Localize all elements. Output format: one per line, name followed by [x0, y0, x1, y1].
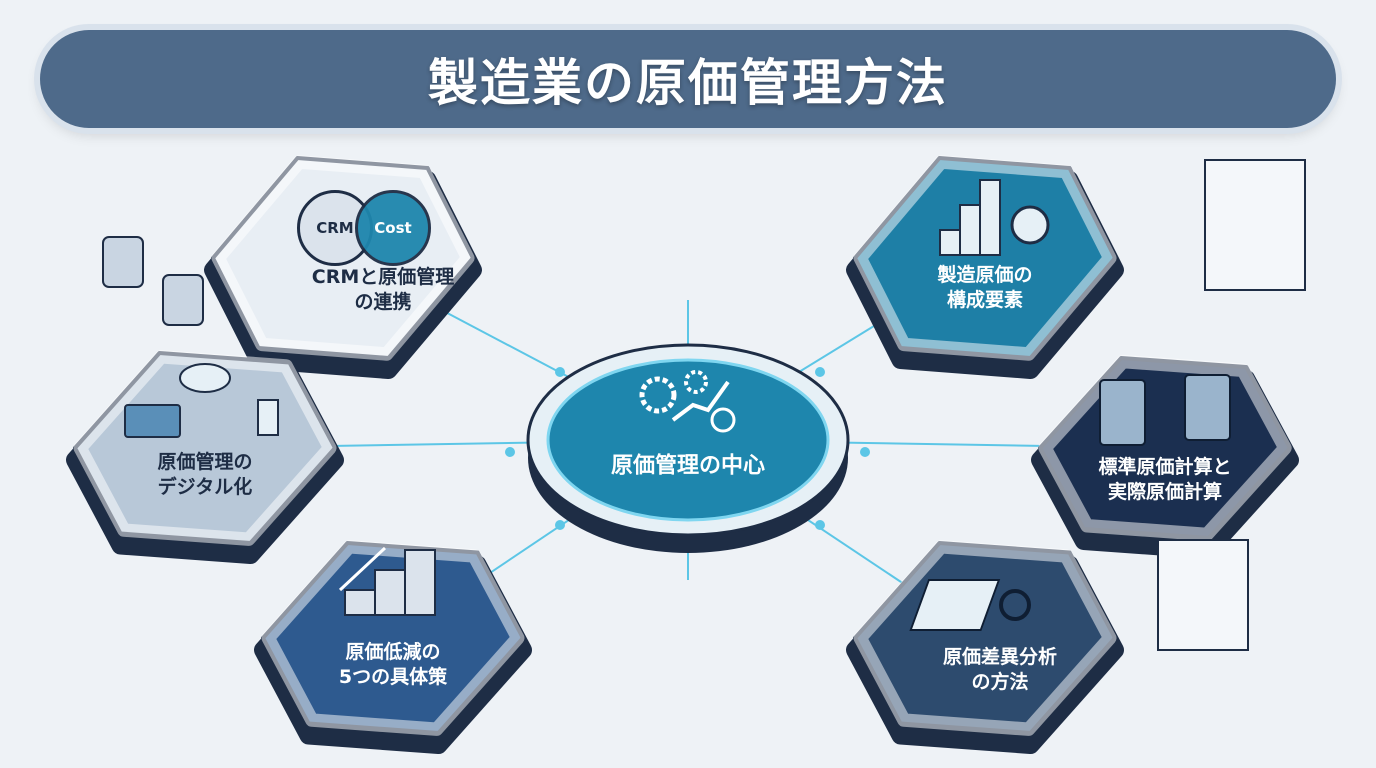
arrow-up-icon [338, 546, 387, 592]
report-icon [909, 579, 1001, 631]
bar-chart-icon [959, 204, 981, 256]
ascending-block-icon [404, 549, 436, 616]
label-line: 原価差異分析 [942, 646, 1058, 668]
bar-chart-icon [939, 229, 961, 256]
label-line: デジタル化 [157, 476, 253, 498]
database-icon [102, 236, 144, 288]
flowchart-board-icon [1204, 159, 1306, 291]
platform-rim-standard [1038, 354, 1292, 542]
connector-dot [815, 367, 825, 377]
calculator-icon [1099, 379, 1146, 446]
venn-crm-label: CRM [316, 219, 354, 237]
chart-board-icon [1157, 539, 1249, 651]
label-line: 構成要素 [946, 289, 1024, 311]
title-banner: 製造業の原価管理方法 [40, 30, 1336, 128]
trend-arrow-icon [671, 380, 730, 422]
page-title: 製造業の原価管理方法 [428, 54, 948, 112]
label-line: 原価低減の [345, 641, 441, 663]
connector-dot [505, 447, 515, 457]
database-icon [162, 274, 204, 326]
node-reduction-label[interactable]: 原価低減の 5つの具体策 [339, 640, 447, 690]
node-variance-label[interactable]: 原価差異分析の方法 [943, 645, 1057, 695]
label-line: 製造原価の [937, 264, 1033, 286]
platform-rim-digital [73, 350, 337, 546]
dollar-icon [710, 407, 736, 433]
label-line: 原価管理の [157, 451, 253, 473]
connector-dot [860, 447, 870, 457]
label-line: の方法 [971, 671, 1029, 693]
connector-dot [555, 520, 565, 530]
platform-rim-reduction [261, 540, 525, 736]
center-label[interactable]: 原価管理の中心 [610, 453, 766, 479]
node-components-label[interactable]: 製造原価の構成要素 [937, 263, 1032, 313]
platform-rim-components [853, 155, 1117, 361]
node-digital-label[interactable]: 原価管理のデジタル化 [157, 450, 252, 500]
calculator-icon [1184, 374, 1231, 441]
center-platform [546, 358, 830, 522]
label-line: の連携 [354, 291, 412, 313]
gear-icon [684, 370, 708, 394]
platform-rim-crm [211, 155, 475, 361]
label-line: 5つの具体策 [338, 666, 448, 688]
ascending-block-icon [374, 569, 406, 616]
cloud-icon [179, 363, 231, 393]
node-standard-label[interactable]: 標準原価計算と実際原価計算 [1098, 455, 1231, 505]
gear-icon [1010, 205, 1050, 245]
connector-dot [555, 367, 565, 377]
label-line: 標準原価計算と [1098, 456, 1232, 478]
platform-rim-variance [853, 540, 1117, 736]
connector-dot [815, 520, 825, 530]
robot-arm-icon [257, 399, 279, 436]
magnifier-icon [999, 589, 1031, 621]
tablet-icon [124, 404, 181, 438]
node-crm-label[interactable]: CRMと原価管理の連携 [312, 265, 454, 315]
venn-circle-cost: Cost [355, 190, 431, 266]
gear-icon [639, 376, 677, 414]
venn-cost-label: Cost [374, 219, 412, 237]
ascending-block-icon [344, 589, 376, 616]
bar-chart-icon [979, 179, 1001, 256]
label-line: 実際原価計算 [1107, 481, 1223, 503]
label-line: CRMと原価管理 [311, 266, 455, 288]
